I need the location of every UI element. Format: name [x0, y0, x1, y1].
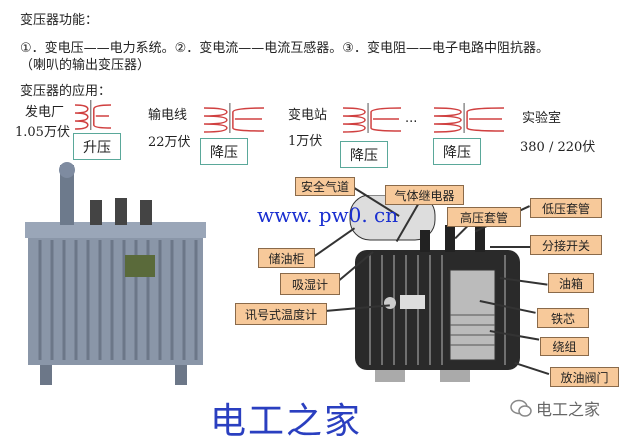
- line-voltage: 22万伏: [148, 135, 191, 150]
- label-winding: 绕组: [540, 337, 589, 356]
- transformer-photo: [25, 162, 206, 385]
- step-down-box-2: 降压: [340, 141, 388, 168]
- station-label: 变电站: [288, 108, 328, 123]
- line-label: 输电线: [148, 108, 188, 123]
- transformer-symbol-icon: [203, 103, 265, 133]
- functions-text: ①．变电压——电力系统。②．变电流——电流互感器。③．变电阻——电子电路中阻抗器…: [20, 41, 549, 56]
- plant-label: 发电厂: [25, 105, 65, 120]
- lab-voltage: 380 / 220伏: [520, 140, 596, 155]
- label-hv-bushing: 高压套管: [447, 207, 521, 227]
- label-safety-vent: 安全气道: [295, 177, 355, 196]
- label-drain-valve: 放油阀门: [550, 367, 619, 387]
- wechat-icon: [510, 399, 532, 417]
- label-conservator: 储油柜: [258, 248, 315, 268]
- footer-title: 电工之家: [210, 401, 363, 442]
- applications-title: 变压器的应用：: [20, 84, 112, 99]
- functions-note: （喇叭的输出变压器）: [20, 58, 151, 73]
- title: 变压器功能：: [20, 13, 99, 28]
- label-tank: 油箱: [548, 273, 594, 293]
- label-thermometer: 讯号式温度计: [235, 303, 327, 325]
- label-gas-relay: 气体继电器: [385, 185, 464, 205]
- step-down-box-3: 降压: [433, 138, 481, 165]
- footer-brand-text: 电工之家: [536, 400, 601, 419]
- transformer-symbol-icon: [433, 103, 505, 133]
- label-tap-changer: 分接开关: [530, 235, 602, 255]
- plant-voltage: 1.05万伏: [15, 125, 70, 140]
- step-down-box-1: 降压: [200, 138, 248, 165]
- transformer-symbol-icon: [74, 100, 112, 130]
- label-core: 铁芯: [537, 308, 589, 328]
- label-lv-bushing: 低压套管: [530, 198, 602, 218]
- step-up-box: 升压: [73, 133, 121, 160]
- watermark: www. pw0. cn: [257, 203, 399, 227]
- label-breather: 吸湿计: [280, 273, 340, 295]
- ellipsis: ...: [405, 111, 418, 126]
- leader-line: [490, 246, 530, 248]
- footer-brand: 电工之家: [510, 396, 600, 420]
- lab-label: 实验室: [522, 111, 562, 126]
- station-voltage: 1万伏: [288, 134, 323, 149]
- transformer-symbol-icon: [342, 103, 402, 133]
- transformer-cutaway-drawing: [349, 195, 520, 382]
